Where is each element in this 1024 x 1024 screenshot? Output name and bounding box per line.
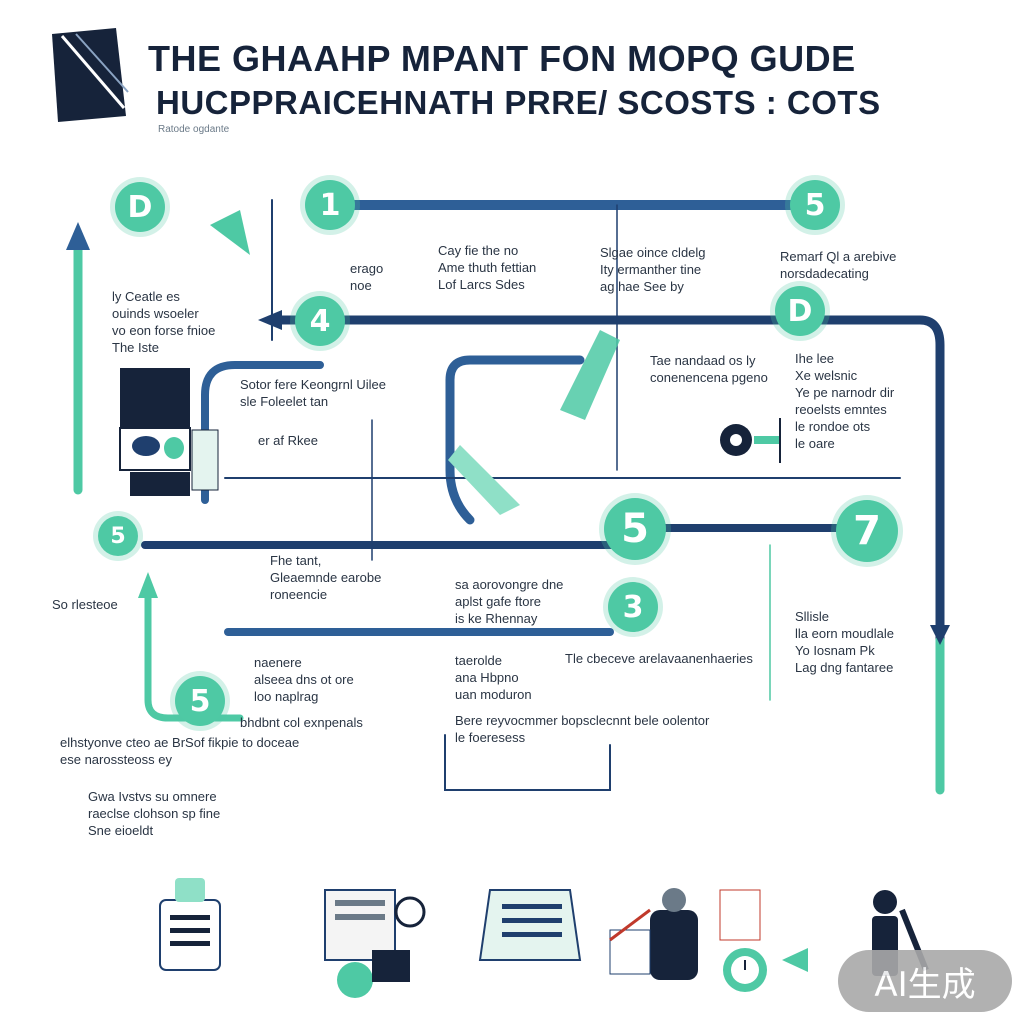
document-icon	[159, 878, 221, 971]
note-6: Tae nandaad os ly conenencena pgeno	[650, 353, 768, 385]
flow-bracket	[444, 734, 611, 791]
step-circle-3: 3	[608, 582, 658, 632]
step-circle-4: 4	[295, 296, 345, 346]
note-5: ly Ceatle es ouinds wsoeler vo eon forse…	[112, 289, 216, 355]
note-17: bhdbnt col exnpenals	[240, 715, 363, 730]
note-12: Sllisle lla eorn moudlale Yo Iosnam Pk L…	[795, 609, 895, 675]
note-16: Tle cbeceve arelavaanenhaeries	[565, 651, 753, 666]
step-circle-d-left: D	[115, 182, 165, 232]
step-circle-5-left: 5	[98, 516, 138, 556]
arrow-left-row	[258, 310, 282, 330]
note-8: Sotor fere Keongrnl Uilee sle Foleelet t…	[240, 377, 386, 409]
note-19: Bere reyvocmmer bopsclecnnt bele oolento…	[455, 713, 710, 745]
flow-line-row	[141, 524, 844, 549]
arrow-up-left	[66, 222, 90, 250]
note-15: taerolde ana Hbpno uan moduron	[455, 653, 532, 702]
step-circle-7: 7	[836, 500, 898, 562]
server-icon	[324, 889, 426, 998]
clock-icon	[719, 889, 767, 992]
note-14: naenere alseea dns ot ore loo naplrag	[254, 655, 354, 704]
note-13: So rlesteoe	[52, 597, 118, 612]
note-1: Cay fie the no Ame thuth fettian Lof Lar…	[438, 243, 537, 292]
page-title: THE GHAAHP MPANT FON MOPQ GUDE	[148, 38, 856, 79]
arrow-down-right	[930, 625, 950, 645]
person-bag-icon	[609, 888, 698, 980]
step-circle-5-mid: 5	[604, 498, 666, 560]
tablet-icon	[478, 889, 582, 961]
ai-generated-badge: AI生成	[838, 950, 1012, 1012]
flow-line-loop	[445, 355, 585, 525]
step-circle-1: 1	[305, 180, 355, 230]
flow-line-inner	[201, 361, 324, 504]
step-circle-5-bottom: 5	[175, 676, 225, 726]
note-18: elhstyonve cteo ae BrSof fikpie to docea…	[60, 735, 300, 767]
arrow-up-lower	[138, 572, 158, 598]
bottom-icon-row	[140, 870, 940, 1010]
icon-cluster-right	[710, 408, 900, 468]
header-caption: Ratode ogdante	[158, 124, 230, 135]
note-7: Ihe lee Xe welsnic Ye pe narnodr dir reo…	[795, 351, 895, 451]
note-2: Slgae oince cldelg Ity ermanther tine ag…	[600, 245, 706, 294]
header-logo	[52, 28, 132, 122]
flow-line-main	[265, 315, 945, 645]
flow-line-bottom-left	[144, 581, 244, 722]
arrow-left-bottom	[782, 948, 808, 972]
note-10: Fhe tant, Gleaemnde earobe roneencie	[270, 553, 382, 602]
page-subtitle: HUCPPRAICEHNATH PRRE/ SCOSTS : COTS	[156, 84, 881, 121]
step-circle-5-top: 5	[790, 180, 840, 230]
note-9: er af Rkee	[258, 433, 318, 448]
note-3: Remarf Ql a arebive norsdadecating	[780, 249, 897, 281]
monitor-illustration	[118, 368, 220, 500]
note-4: erago noe	[350, 261, 384, 293]
step-circle-d-right: D	[775, 286, 825, 336]
note-11: sa aorovongre dne aplst gafe ftore is ke…	[455, 577, 564, 626]
note-20: Gwa Ivstvs su omnere raeclse clohson sp …	[88, 789, 221, 838]
